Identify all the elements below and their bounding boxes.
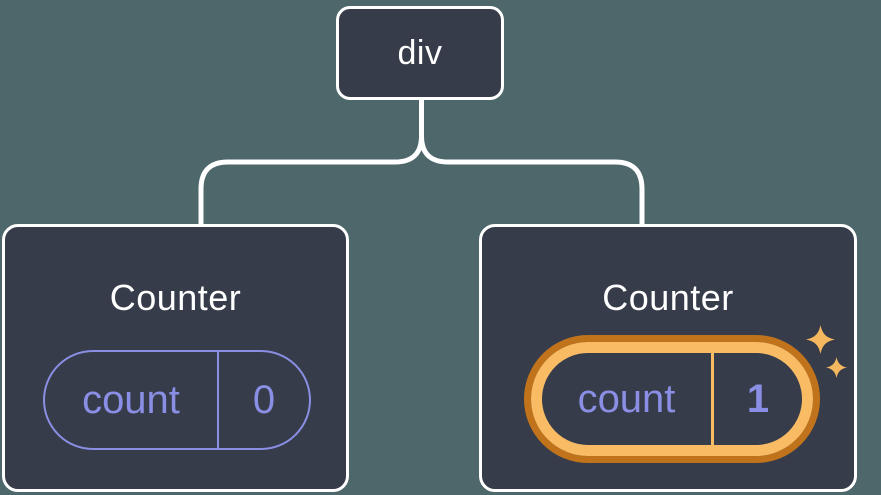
sparkle-icon-large	[806, 325, 835, 354]
state-pill-left: count 0	[43, 350, 311, 450]
counter-node-right: Counter count 1	[479, 224, 857, 492]
state-key-label: count	[542, 353, 714, 445]
sparkle-icon-small	[826, 357, 847, 378]
sparkles-icon	[806, 325, 847, 378]
state-pill-highlighted-inner: count 1	[531, 342, 813, 456]
root-node-label: div	[397, 33, 443, 72]
state-pill-highlighted: count 1	[524, 335, 820, 463]
counter-right-title: Counter	[602, 277, 734, 318]
root-node-div: div	[336, 6, 504, 100]
state-value: 1	[746, 376, 770, 421]
counter-left-title: Counter	[109, 277, 242, 318]
counter-node-left: Counter count 0	[2, 224, 349, 492]
connector-right-branch	[419, 96, 645, 228]
state-value: 0	[252, 377, 276, 422]
connector-left-branch	[198, 96, 424, 228]
state-key-label: count	[45, 352, 219, 448]
